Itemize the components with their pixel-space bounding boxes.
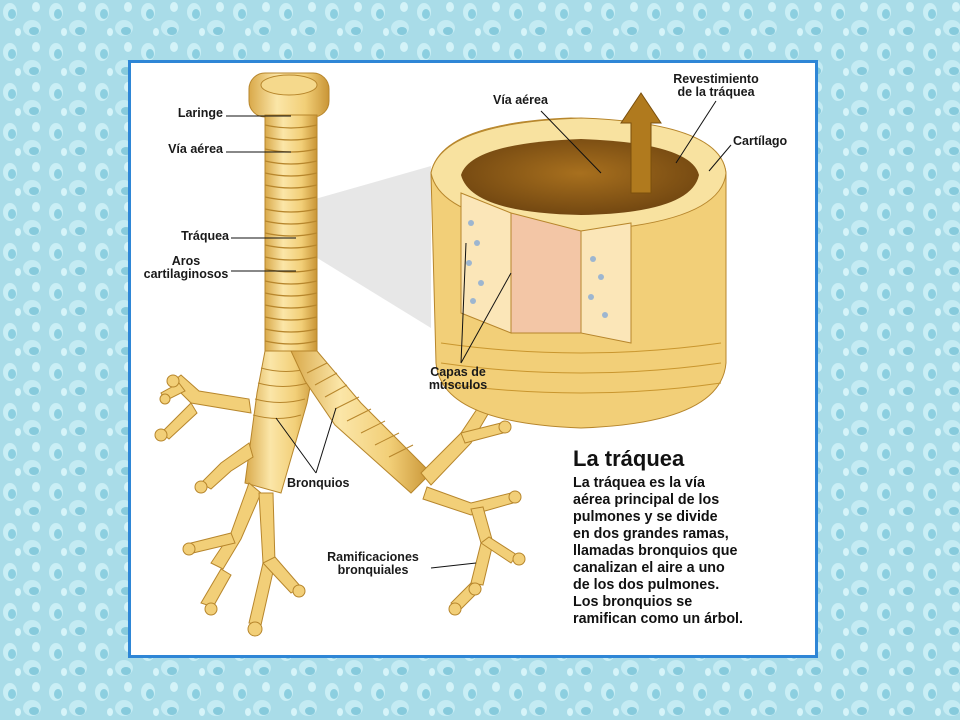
label-bronquios: Bronquios [287, 476, 350, 490]
left-bronchus [244, 350, 318, 494]
leader-lines [226, 100, 732, 569]
right-bronchus [290, 350, 432, 494]
label-traquea: Tráquea [181, 229, 229, 243]
caption-line: de los dos pulmones. [573, 577, 720, 593]
zoom-beam [301, 166, 431, 328]
caption-line: llamadas bronquios que [573, 543, 738, 559]
label-aros-cartilaginosos: Aros cartilaginosos [143, 254, 229, 281]
caption-title: La tráquea [573, 446, 685, 471]
label-via-aerea-cross: Vía aérea [493, 93, 548, 107]
left-bronchial-tree [154, 374, 306, 637]
trachea-cross-section [430, 92, 727, 429]
label-laringe: Laringe [177, 106, 223, 120]
label-capas-de-musculos: Capas de músculos [428, 365, 488, 392]
larynx-shape [248, 72, 330, 118]
caption-line: ramifican como un árbol. [573, 611, 744, 627]
label-revestimiento: Revestimiento de la tráquea [673, 72, 759, 99]
caption-line: La tráquea es la vía [573, 475, 705, 491]
airflow-arrow [620, 92, 662, 194]
trachea-illustration [154, 72, 732, 637]
label-cartilago: Cartílago [733, 134, 788, 148]
trachea-tube [264, 114, 318, 356]
caption-line: pulmones y se divide [573, 509, 718, 525]
right-bronchial-tree [420, 396, 526, 616]
caption-line: Los bronquios se [573, 594, 693, 610]
diagram-frame: Laringe Vía aérea Tráquea Aros cartilagi… [128, 60, 818, 658]
caption-line: en dos grandes ramas, [573, 526, 729, 542]
caption-line: aérea principal de los [573, 492, 720, 508]
caption-body: La tráquea es la vía aérea principal de … [573, 475, 813, 628]
label-ramificaciones-bronquiales: Ramificaciones bronquiales [327, 550, 419, 577]
caption-line: canalizan el aire a uno [573, 560, 725, 576]
label-via-aerea: Vía aérea [168, 142, 223, 156]
